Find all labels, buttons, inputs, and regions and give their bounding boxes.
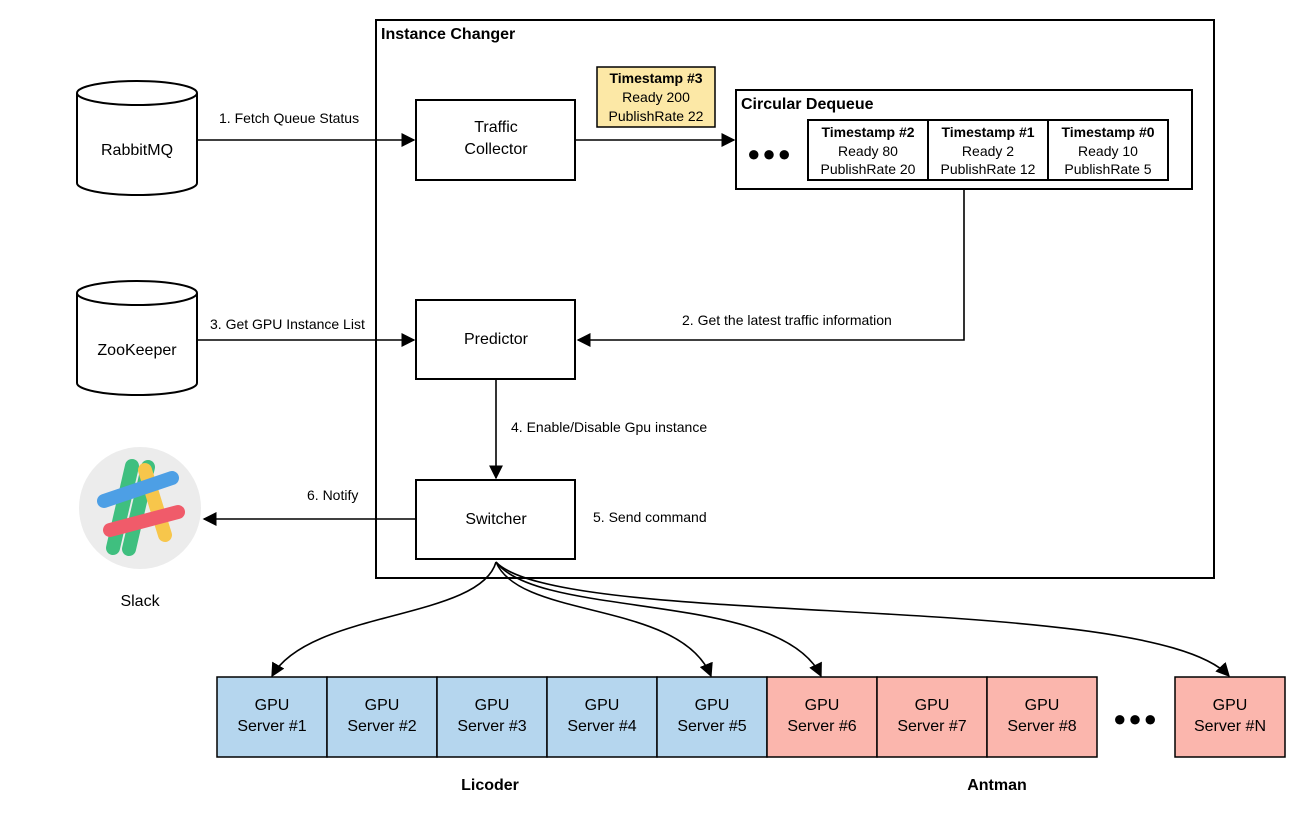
gpu-server-rect bbox=[546, 676, 658, 758]
gpu-server-box: GPU Server #4 bbox=[546, 676, 658, 758]
gpu-server-label: Server #2 bbox=[347, 718, 416, 735]
edge-label-command: 5. Send command bbox=[593, 509, 707, 525]
gpu-server-label: GPU bbox=[255, 697, 290, 714]
gpu-server-box: GPU Server #7 bbox=[876, 676, 988, 758]
server-ellipsis: ●●● bbox=[1113, 706, 1159, 731]
edge-command-server5-arrow bbox=[495, 561, 713, 678]
gpu-server-box: GPU Server #5 bbox=[656, 676, 768, 758]
gpu-server-label: GPU bbox=[365, 697, 400, 714]
gpu-server-rect bbox=[986, 676, 1098, 758]
dequeue-cell-title: Timestamp #1 bbox=[941, 124, 1034, 140]
slack-label: Slack bbox=[120, 593, 160, 610]
instance-changer-container: Instance Changer bbox=[375, 19, 1215, 579]
dequeue-cell-rate: PublishRate 5 bbox=[1064, 161, 1151, 177]
traffic-collector-label-line2: Collector bbox=[464, 141, 528, 158]
dequeue-cell-title: Timestamp #0 bbox=[1061, 124, 1154, 140]
zookeeper-label: ZooKeeper bbox=[97, 342, 177, 359]
gpu-server-box: GPU Server #N bbox=[1174, 676, 1286, 758]
gpu-server-rect bbox=[766, 676, 878, 758]
edge-command-server6-arrow bbox=[495, 561, 822, 678]
predictor-box: Predictor bbox=[415, 299, 576, 380]
licoder-group-label: Licoder bbox=[461, 777, 519, 794]
gpu-server-label: Server #8 bbox=[1007, 718, 1076, 735]
gpu-server-rect bbox=[876, 676, 988, 758]
dequeue-cell-title: Timestamp #2 bbox=[821, 124, 914, 140]
gpu-server-label: Server #1 bbox=[237, 718, 306, 735]
gpu-server-box: GPU Server #1 bbox=[216, 676, 328, 758]
gpu-server-rect bbox=[326, 676, 438, 758]
edge-label-notify: 6. Notify bbox=[307, 487, 358, 503]
gpu-server-label: Server #7 bbox=[897, 718, 966, 735]
gpu-server-label: Server #N bbox=[1194, 718, 1266, 735]
traffic-collector-label-line1: Traffic bbox=[474, 119, 518, 136]
edge-latest-arrow bbox=[576, 190, 965, 347]
gpu-server-label: GPU bbox=[475, 697, 510, 714]
edge-label-gpu-list: 3. Get GPU Instance List bbox=[210, 316, 365, 332]
gpu-server-rect bbox=[1174, 676, 1286, 758]
predictor-label: Predictor bbox=[464, 331, 529, 348]
rabbitmq-database-icon: RabbitMQ bbox=[76, 80, 198, 196]
gpu-server-rect bbox=[436, 676, 548, 758]
new-timestamp-rate: PublishRate 22 bbox=[609, 108, 704, 124]
gpu-server-label: Server #5 bbox=[677, 718, 746, 735]
zookeeper-database-icon: ZooKeeper bbox=[76, 280, 198, 396]
edge-label-enable: 4. Enable/Disable Gpu instance bbox=[511, 419, 707, 435]
dequeue-ellipsis: ●●● bbox=[747, 141, 793, 166]
rabbitmq-label: RabbitMQ bbox=[101, 142, 173, 159]
switcher-label: Switcher bbox=[465, 511, 527, 528]
circular-dequeue-box: Circular Dequeue ●●● Timestamp #2 Ready … bbox=[735, 89, 1193, 190]
edges bbox=[198, 133, 1230, 678]
new-timestamp-box: Timestamp #3 Ready 200 PublishRate 22 bbox=[596, 66, 716, 128]
gpu-server-label: GPU bbox=[695, 697, 730, 714]
gpu-server-box: GPU Server #6 bbox=[766, 676, 878, 758]
gpu-server-rect bbox=[216, 676, 328, 758]
gpu-server-rect bbox=[656, 676, 768, 758]
antman-group-label: Antman bbox=[967, 777, 1027, 794]
gpu-server-label: Server #3 bbox=[457, 718, 526, 735]
dequeue-cell-ready: Ready 80 bbox=[838, 143, 898, 159]
gpu-server-label: Server #4 bbox=[567, 718, 636, 735]
slack-logo-icon bbox=[79, 447, 201, 569]
dequeue-cell-rate: PublishRate 12 bbox=[941, 161, 1036, 177]
gpu-server-box: GPU Server #8 bbox=[986, 676, 1098, 758]
gpu-server-label: GPU bbox=[1213, 697, 1248, 714]
gpu-server-row: GPU Server #1 GPU Server #2 GPU Server #3 GPU S… bbox=[216, 676, 1286, 758]
gpu-server-box: GPU Server #2 bbox=[326, 676, 438, 758]
gpu-server-label: Server #6 bbox=[787, 718, 856, 735]
gpu-server-label: GPU bbox=[585, 697, 620, 714]
gpu-server-box: GPU Server #3 bbox=[436, 676, 548, 758]
dequeue-cell-ready: Ready 10 bbox=[1078, 143, 1138, 159]
edge-label-fetch: 1. Fetch Queue Status bbox=[219, 110, 359, 126]
dequeue-cell-rate: PublishRate 20 bbox=[821, 161, 916, 177]
switcher-box: Switcher bbox=[415, 479, 576, 560]
instance-changer-title: Instance Changer bbox=[381, 26, 515, 43]
new-timestamp-ready: Ready 200 bbox=[622, 89, 690, 105]
circular-dequeue-title: Circular Dequeue bbox=[741, 96, 874, 113]
gpu-server-label: GPU bbox=[915, 697, 950, 714]
edge-label-latest: 2. Get the latest traffic information bbox=[682, 312, 892, 328]
dequeue-cell-ready: Ready 2 bbox=[962, 143, 1014, 159]
traffic-collector-box: Traffic Collector bbox=[415, 99, 576, 181]
edge-command-server1-arrow bbox=[271, 561, 497, 678]
new-timestamp-title: Timestamp #3 bbox=[609, 70, 702, 86]
gpu-server-label: GPU bbox=[1025, 697, 1060, 714]
edge-command-serverN-arrow bbox=[495, 561, 1230, 678]
gpu-server-label: GPU bbox=[805, 697, 840, 714]
